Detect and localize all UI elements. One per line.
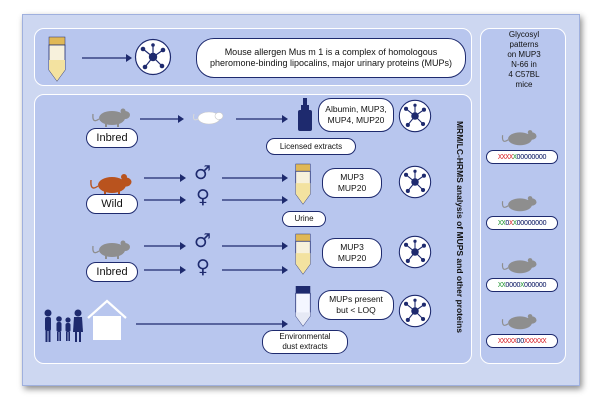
sample-label-urine: Urine: [282, 211, 326, 227]
analysis-method-text: MRM/LC-HRMS analysis of MUPS and other p…: [455, 120, 466, 334]
female-symbol-icon: ♀: [196, 256, 210, 278]
male-symbol-icon: ♂: [194, 230, 212, 252]
glycosyl-mouse-icon: [501, 314, 537, 330]
gray-mouse-icon: [92, 108, 130, 127]
glycosyl-pattern-segment: OOOOOOOO: [516, 153, 547, 161]
arrow: [144, 196, 186, 204]
glycosyl-pattern-segment: XXXX: [497, 153, 513, 161]
allergen-statement: Mouse allergen Mus m 1 is a complex of h…: [196, 38, 466, 78]
arrow: [222, 242, 288, 250]
white-mouse-icon: [193, 111, 224, 125]
urine-tube-icon: [295, 233, 311, 275]
protein-complex-icon: [398, 99, 432, 133]
wild-mouse-icon: [90, 174, 132, 195]
result-row-3: MUP3 MUP20: [322, 238, 382, 268]
dropper-bottle-icon: [298, 98, 312, 131]
arrow: [140, 115, 184, 123]
protein-complex-icon: [134, 38, 172, 76]
arrow: [136, 320, 288, 328]
analysis-method-label: MRM/LC-HRMS analysis of MUPS and other p…: [452, 102, 468, 352]
glycosyl-pattern-segment: OOOOOOOO: [516, 219, 547, 227]
glycosyl-pattern-segment: X: [512, 219, 517, 227]
glycosyl-pattern-segment: X: [520, 281, 524, 289]
glycosyl-mouse-icon: [501, 196, 537, 212]
allergen-tube-icon: [48, 36, 66, 82]
gray-mouse-icon: [92, 240, 130, 259]
source-label-inbred-1: Inbred: [86, 128, 138, 148]
male-symbol-icon: ♂: [194, 162, 212, 184]
protein-complex-icon: [398, 235, 432, 269]
arrow: [144, 174, 186, 182]
arrow: [144, 266, 186, 274]
arrow: [222, 196, 288, 204]
result-row-2: MUP3 MUP20: [322, 168, 382, 198]
female-symbol-icon: ♀: [196, 186, 210, 208]
urine-tube-icon: [295, 163, 311, 205]
arrow: [144, 242, 186, 250]
sample-label-dust-extracts: Environmental dust extracts: [262, 330, 348, 354]
arrow: [222, 266, 288, 274]
arrow: [222, 174, 288, 182]
result-row-1: Albumin, MUP3, MUP4, MUP20: [318, 98, 394, 132]
source-label-wild: Wild: [86, 194, 138, 214]
glycosyl-pattern-segment: XXXXX: [497, 337, 517, 345]
arrow: [236, 115, 288, 123]
protein-complex-icon: [398, 294, 432, 328]
glycosyl-pattern-segment: X: [509, 219, 513, 227]
glycosyl-pattern-segment: XX: [497, 281, 506, 289]
glycosyl-pattern-segment: XXXXXX: [523, 337, 547, 345]
source-label-inbred-2: Inbred: [86, 262, 138, 282]
house-icon: [87, 299, 127, 340]
glycosyl-pattern-segment: OOOO: [505, 281, 521, 289]
glycosyl-title: Glycosyl patterns on MUP3 N-66 in 4 C57B…: [507, 30, 541, 89]
arrow: [82, 54, 132, 62]
glycosyl-pattern-segment: XX: [497, 219, 506, 227]
glycosyl-pattern-segment: X: [512, 153, 517, 161]
glycosyl-mouse-icon: [501, 258, 537, 274]
sample-label-licensed-extracts: Licensed extracts: [266, 138, 356, 155]
dust-tube-icon: [295, 286, 311, 327]
glycosyl-pattern-segment: O: [505, 219, 509, 227]
result-row-4: MUPs present but < LOQ: [318, 290, 394, 320]
family-icon: [44, 309, 83, 342]
protein-complex-icon: [398, 165, 432, 199]
glycosyl-panel: [480, 28, 566, 364]
glycosyl-mouse-icon: [501, 130, 537, 146]
glycosyl-pattern-segment: OOOOOO: [523, 281, 547, 289]
glycosyl-pattern-segment: OO: [516, 337, 524, 345]
